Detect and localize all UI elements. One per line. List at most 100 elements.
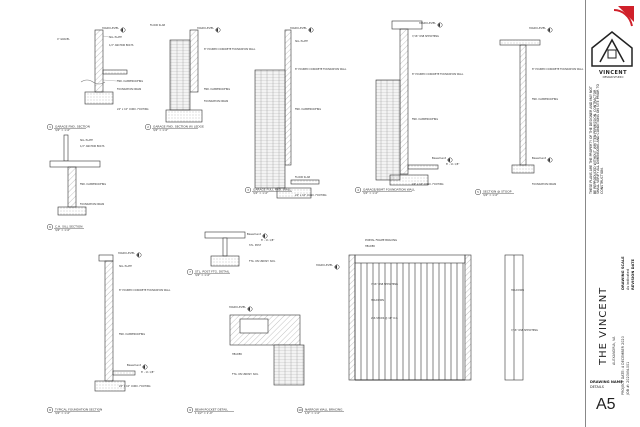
end-post — [464, 254, 472, 381]
detail-number: 7 — [189, 270, 191, 274]
footing — [84, 91, 114, 105]
detail-number-bubble — [46, 223, 54, 231]
rim-joist — [98, 254, 114, 262]
footing — [57, 206, 87, 216]
detail-title: NARROW WALL BRACING — [305, 408, 343, 412]
footing-note: 24" x 10" CONC. FOOTING — [412, 183, 444, 186]
detail-scale: 3/4" = 1'-0" — [195, 273, 210, 277]
job-number: JOB #: 2020VN-001 — [626, 361, 630, 395]
detail-scale: 3/4" = 1'-0" — [253, 191, 268, 195]
detail-number: 6 — [49, 225, 51, 229]
footing — [94, 380, 126, 392]
detail-number-bubble — [186, 268, 194, 276]
anchor-note: 1/2" ANCHOR BOLTS — [80, 145, 105, 148]
header-note: HEADER — [232, 353, 242, 356]
stoop-wall — [519, 44, 527, 166]
foundation-wall — [94, 29, 104, 93]
detail-number-bubble — [186, 406, 194, 414]
sill-beam — [49, 160, 101, 168]
footing-note: FTG. ON UNDIST. SOIL — [249, 260, 276, 263]
detail-scale: 3/4" = 1'-0" — [55, 411, 70, 415]
footing-note: 24" x 10" CONC. FOOTING — [295, 194, 327, 197]
dampproof-note: FND. DAMPPROOFING — [119, 333, 145, 336]
steel-post — [222, 237, 228, 257]
main-level-label: MAIN LEVEL — [529, 26, 546, 30]
firm-logo-icon — [591, 6, 634, 67]
detail-scale: 3/4" = 1'-0" — [363, 191, 378, 195]
sheathing-note: 7/16" OSB SHEATHING — [371, 283, 398, 286]
floor-slab — [290, 179, 320, 185]
brand-subtitle: DESIGN STUDIO — [602, 76, 624, 79]
project-address: ALEXANDRIA, VA — [612, 336, 616, 365]
detail-title: GARAGE FULL FND. WALL — [253, 188, 291, 192]
anchor-note: 1/2" ANCHOR BOLTS — [109, 44, 134, 47]
foundation-wall — [284, 29, 292, 166]
project-name: THE VINCENT — [598, 286, 609, 365]
dampproof-note: FND. DAMPPROOFING — [204, 88, 230, 91]
detail-scale: 3/4" = 1'-0" — [55, 228, 70, 232]
level-marker-fill — [215, 27, 218, 33]
level-marker-fill — [262, 233, 265, 239]
dampproof-note: FND. DAMPPROOFING — [295, 108, 321, 111]
foundation-wall-note: 8" POURED CONCRETE FOUNDATION WALL — [119, 289, 171, 292]
main-level-label: MAIN LEVEL — [419, 21, 436, 25]
detail-number: 8 — [49, 408, 51, 412]
slab-note: FLOOR SLAB — [295, 176, 310, 179]
foundation-wall-note: 8" POURED CONCRETE FOUNDATION WALL — [532, 68, 584, 71]
rim-joist — [391, 20, 423, 30]
detail-number-bubble — [46, 406, 54, 414]
drawing-scale-value: As indicated — [626, 269, 630, 290]
drain-note: FOUNDATION DRAIN — [204, 100, 228, 103]
notice-text: THESE PLANS ARE THE PROPERTY OF THE DESI… — [589, 84, 604, 194]
detail-number-bubble — [244, 186, 252, 194]
drawing-scale-label: DRAWING SCALE — [621, 256, 625, 290]
level-marker-fill — [334, 264, 337, 270]
footing — [276, 187, 312, 199]
level-marker-fill — [437, 22, 440, 28]
level-marker-fill — [142, 364, 145, 370]
sill-note: SILL PLATE — [80, 139, 93, 142]
sheathing-note: 7/16" OSB SHEATHING — [412, 35, 439, 38]
detail-title: C.H. SILL SECTION — [55, 225, 82, 229]
main-level-label: MAIN LEVEL — [102, 26, 119, 30]
holdown-note: HOLDOWN — [371, 299, 384, 302]
footing-note: 24" x 10" CONC. FOOTING — [117, 108, 149, 111]
detail-scale: 3/4" = 1'-0" — [55, 128, 70, 132]
detail-number: 5 — [477, 190, 479, 194]
sill-note: SILL PLATE — [119, 265, 132, 268]
level-marker-fill — [247, 306, 250, 312]
footing-note: 24" x 10" CONC. FOOTING — [119, 385, 151, 388]
detail-title: BEAM POCKET DETAIL — [195, 408, 228, 412]
main-level-label: MAIN LEVEL — [118, 251, 135, 255]
basement-elevation: 8' - 11 1/8" — [261, 239, 274, 242]
brick-veneer — [375, 79, 401, 181]
leader-line — [102, 35, 110, 38]
detail-number: 2 — [147, 125, 149, 129]
basement-level-label: Basement — [532, 156, 547, 160]
foundation-wall — [189, 29, 199, 93]
beam — [204, 231, 246, 239]
level-marker-fill — [120, 27, 123, 33]
drawing-name-value: DETAILS — [590, 385, 604, 389]
main-level-label: MAIN LEVEL — [229, 305, 246, 309]
level-marker-fill — [136, 252, 139, 258]
pier — [273, 344, 305, 386]
basement-elevation: 8' - 11 1/8" — [446, 163, 459, 166]
drain-note: FOUNDATION DRAIN — [532, 183, 556, 186]
main-level-label: MAIN LEVEL — [197, 26, 214, 30]
level-marker-fill — [447, 157, 450, 163]
detail-scale: 1/2" = 1'-0" — [305, 411, 320, 415]
slab-note: FLOOR SLAB — [150, 24, 165, 27]
footing — [165, 109, 203, 123]
brick-veneer — [254, 69, 286, 189]
sill-note: SILL PLATE — [295, 40, 308, 43]
leader-line — [102, 79, 118, 82]
drawing-name-label: DRAWING NAME — [590, 380, 623, 384]
end-post — [348, 254, 356, 381]
basement-level-label: Basement — [247, 232, 262, 236]
foundation-wall-note: 8" POURED CONCRETE FOUNDATION WALL — [412, 73, 464, 76]
foundation-wall — [67, 166, 77, 208]
foundation-wall — [104, 260, 114, 382]
foundation-wall-note: 8" POURED CONCRETE FOUNDATION WALL — [295, 68, 347, 71]
